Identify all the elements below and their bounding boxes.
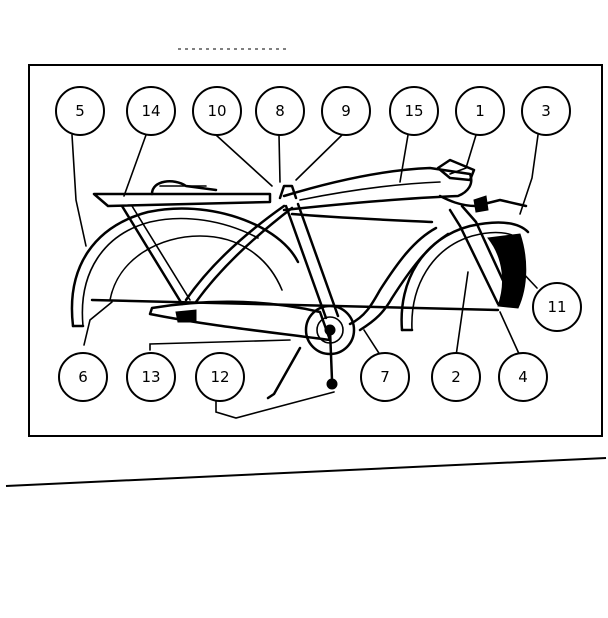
pedal <box>326 378 338 390</box>
separator-line <box>5 457 607 487</box>
leader-lines <box>71 134 539 419</box>
callout-15-label: 15 <box>404 102 423 120</box>
kickstand <box>266 346 302 400</box>
callout-3-label: 3 <box>541 102 551 120</box>
callout-15: 15 <box>389 86 439 136</box>
crank-arm <box>328 328 334 382</box>
callout-9: 9 <box>321 86 371 136</box>
chain-stay <box>90 298 500 312</box>
callout-6-label: 6 <box>78 368 88 386</box>
callout-8-label: 8 <box>275 102 285 120</box>
callout-7-label: 7 <box>380 368 390 386</box>
callout-13: 13 <box>126 352 176 402</box>
callout-10: 10 <box>192 86 242 136</box>
tank <box>282 166 473 212</box>
callout-14-label: 14 <box>141 102 160 120</box>
callout-2: 2 <box>431 352 481 402</box>
callout-12: 12 <box>195 352 245 402</box>
rear-carrier <box>92 192 272 208</box>
front-fender <box>400 221 530 332</box>
callout-13-label: 13 <box>141 368 160 386</box>
callout-8: 8 <box>255 86 305 136</box>
callout-9-label: 9 <box>341 102 351 120</box>
callout-5-label: 5 <box>75 102 85 120</box>
callout-7: 7 <box>360 352 410 402</box>
callout-5: 5 <box>55 86 105 136</box>
callout-2-label: 2 <box>451 368 461 386</box>
seat-stay <box>184 204 286 302</box>
callout-6: 6 <box>58 352 108 402</box>
callout-11: 11 <box>532 282 582 332</box>
callout-4-label: 4 <box>518 368 528 386</box>
chain-guard <box>148 300 332 342</box>
callout-10-label: 10 <box>207 102 226 120</box>
seat-post <box>278 184 298 200</box>
front-fork <box>448 208 500 306</box>
callout-12-label: 12 <box>210 368 229 386</box>
rear-wheel <box>109 235 283 301</box>
headlight <box>436 158 476 182</box>
top-tube <box>290 212 434 224</box>
callout-3: 3 <box>521 86 571 136</box>
rear-fender <box>70 207 300 328</box>
callout-14: 14 <box>126 86 176 136</box>
callout-1-label: 1 <box>475 102 485 120</box>
frame-curve <box>348 226 438 326</box>
diagram-frame <box>28 64 603 437</box>
bicycle-drawing <box>70 158 530 400</box>
callout-11-label: 11 <box>547 298 566 316</box>
callout-4: 4 <box>498 352 548 402</box>
callout-1: 1 <box>455 86 505 136</box>
